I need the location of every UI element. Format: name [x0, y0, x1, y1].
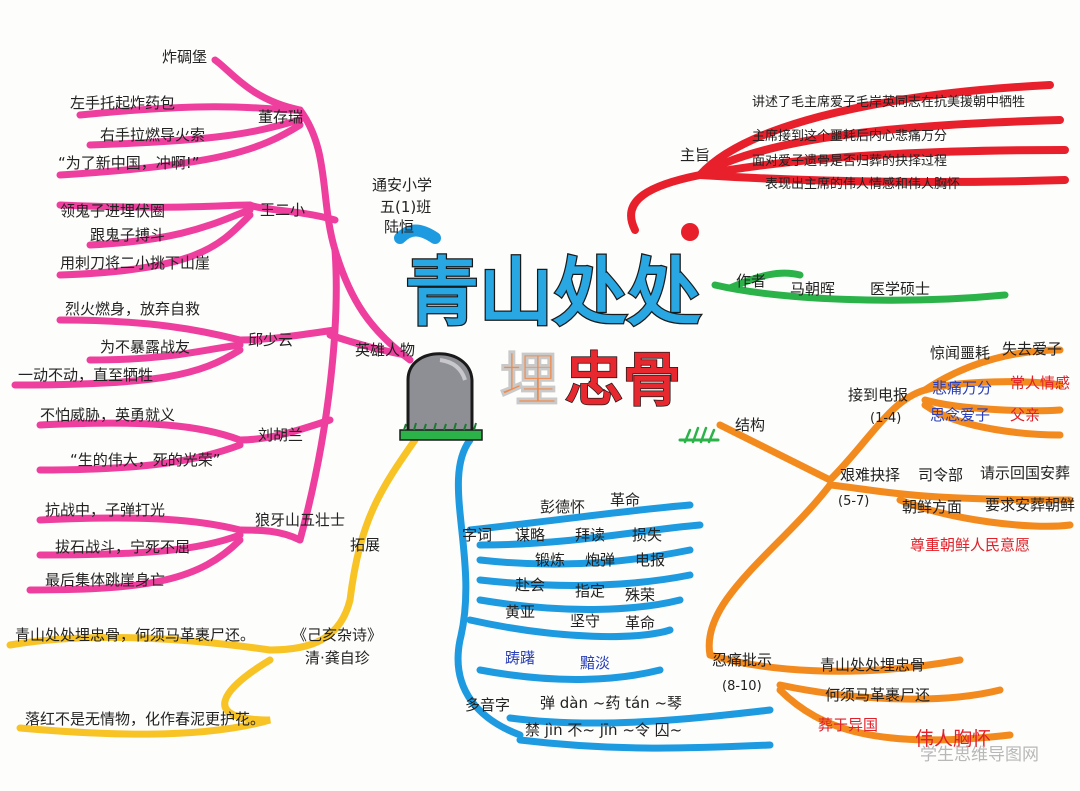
main-idea-label: 主旨 — [680, 146, 710, 164]
hero-detail: 领鬼子进埋伏圈 — [60, 202, 165, 220]
vocab-word: 彭德怀 — [540, 498, 585, 516]
vocab-word: 锻炼 — [535, 551, 565, 569]
extension-item: 青山处处埋忠骨，何须马革裹尸还。 — [15, 626, 255, 644]
extension-item: 落红不是无情物，化作春泥更护花。 — [25, 710, 265, 728]
vocab-word: 黄亚 — [505, 603, 535, 621]
hero-name: 狼牙山五壮士 — [255, 511, 345, 529]
structure-sub: 青山处处埋忠骨 — [820, 656, 925, 674]
vocab-word: 指定 — [575, 582, 605, 600]
title-sub-part1: 埋 — [500, 346, 558, 414]
vocab-word: 谋略 — [515, 526, 545, 544]
hero-detail: 右手拉燃导火索 — [100, 126, 205, 144]
hero-name: 董存瑞 — [258, 108, 303, 126]
heroes-label: 英雄人物 — [355, 341, 415, 359]
hero-detail: 最后集体跳崖身亡 — [45, 571, 165, 589]
hero-detail: 抗战中，子弹打光 — [45, 501, 165, 519]
vocab-word: 赴会 — [515, 576, 545, 594]
vocab-label: 字词 — [462, 526, 492, 544]
vocab-highlight-word: 踌躇 — [505, 649, 535, 667]
hero-name: 王二小 — [260, 201, 305, 219]
main-idea-line: 讲述了毛主席爱子毛岸英同志在抗美援朝中牺牲 — [752, 94, 1025, 110]
structure-part-name: 艰难抉择 — [840, 466, 900, 484]
hero-detail: 用刺刀将二小挑下山崖 — [60, 254, 210, 272]
structure-part-range: (1-4) — [870, 411, 901, 426]
main-idea-line: 面对爱子遗骨是否归葬的抉择过程 — [752, 153, 947, 169]
hero-detail: 为不暴露战友 — [100, 338, 190, 356]
hero-detail: 不怕威胁，英勇就义 — [40, 406, 175, 424]
vocab-word: 革命 — [625, 614, 655, 632]
polyphone-line: 禁 jìn 不~ jīn ~令 囚~ — [525, 721, 682, 739]
structure-label: 结构 — [735, 416, 765, 434]
vocab-word: 拜读 — [575, 526, 605, 544]
vocab-highlight-word: 黯淡 — [580, 654, 610, 672]
structure-part-range: (5-7) — [838, 494, 869, 509]
hero-detail: “生的伟大，死的光荣” — [70, 451, 221, 469]
structure-sub: 惊闻噩耗 — [930, 344, 990, 362]
main-idea-line: 主席接到这个噩耗后内心悲痛万分 — [752, 128, 947, 144]
author-branch — [678, 269, 1009, 444]
structure-sub: 司令部 — [918, 466, 963, 484]
extension-item: 清·龚自珍 — [305, 649, 370, 667]
vocab-word: 炮弹 — [585, 551, 615, 569]
main-idea-line: 表现出主席的伟人情感和伟人胸怀 — [765, 176, 960, 192]
author-label: 作者 — [736, 272, 766, 290]
hero-detail: 左手托起炸药包 — [70, 94, 175, 112]
hero-name: 刘胡兰 — [258, 426, 303, 444]
hero-detail: 跟鬼子搏斗 — [90, 226, 165, 244]
hero-detail: 炸碉堡 — [162, 48, 207, 66]
structure-part-range: (8-10) — [722, 679, 762, 694]
hero-detail: 烈火燃身，放弃自救 — [65, 300, 200, 318]
structure-sub-pair: 请示回国安葬 — [980, 464, 1070, 482]
vocab-word: 损失 — [632, 526, 662, 544]
author-note-line2: 五(1)班 — [380, 198, 431, 216]
vocab-branch — [394, 224, 774, 752]
vocab-word: 坚守 — [570, 612, 600, 630]
polyphone-line: 弹 dàn ~药 tán ~琴 — [540, 694, 682, 712]
heroes-branch — [11, 56, 414, 594]
tombstone-illustration — [399, 352, 483, 441]
hero-detail: “为了新中国，冲啊!” — [58, 154, 200, 172]
structure-branch — [705, 346, 1074, 744]
extension-branch — [6, 436, 419, 738]
structure-sub-pair: 父亲 — [1010, 406, 1040, 424]
structure-sub-pair: 要求安葬朝鲜 — [985, 496, 1075, 514]
hero-detail: 拔石战斗，宁死不屈 — [55, 538, 190, 556]
hero-name: 邱少云 — [248, 331, 293, 349]
watermark: 学生思维导图网 — [920, 745, 1039, 765]
structure-sub-pair: 伟人胸怀 — [915, 728, 991, 750]
page-title: 青山处处 — [405, 250, 701, 336]
main-idea-branch — [627, 81, 1069, 241]
vocab-word: 殊荣 — [625, 586, 655, 604]
structure-sub: 思念爱子 — [930, 406, 990, 424]
extension-item: 《己亥杂诗》 — [292, 626, 382, 644]
author-name: 马朝晖 — [790, 280, 835, 298]
structure-sub: 何须马革裹尸还 — [825, 686, 930, 704]
structure-sub-pair: 常人情感 — [1010, 374, 1070, 392]
title-sub-part2: 忠骨 — [565, 346, 681, 414]
structure-sub: 葬于异国 — [818, 716, 878, 734]
author-note-line3: 陆恒 — [384, 218, 414, 236]
polyphone-label: 多音字 — [465, 696, 510, 714]
structure-sub: 悲痛万分 — [932, 379, 992, 397]
hero-detail: 一动不动，直至牺牲 — [18, 366, 153, 384]
structure-part-name: 忍痛批示 — [712, 651, 772, 669]
structure-part-name: 接到电报 — [848, 386, 908, 404]
structure-sub: 朝鲜方面 — [902, 498, 962, 516]
extension-label: 拓展 — [350, 536, 380, 554]
structure-sub: 尊重朝鲜人民意愿 — [910, 536, 1030, 554]
author-role: 医学硕士 — [870, 280, 930, 298]
structure-sub-pair: 失去爱子 — [1002, 340, 1062, 358]
author-note-line1: 通安小学 — [372, 176, 432, 194]
vocab-word: 革命 — [610, 491, 640, 509]
vocab-word: 电报 — [635, 551, 665, 569]
